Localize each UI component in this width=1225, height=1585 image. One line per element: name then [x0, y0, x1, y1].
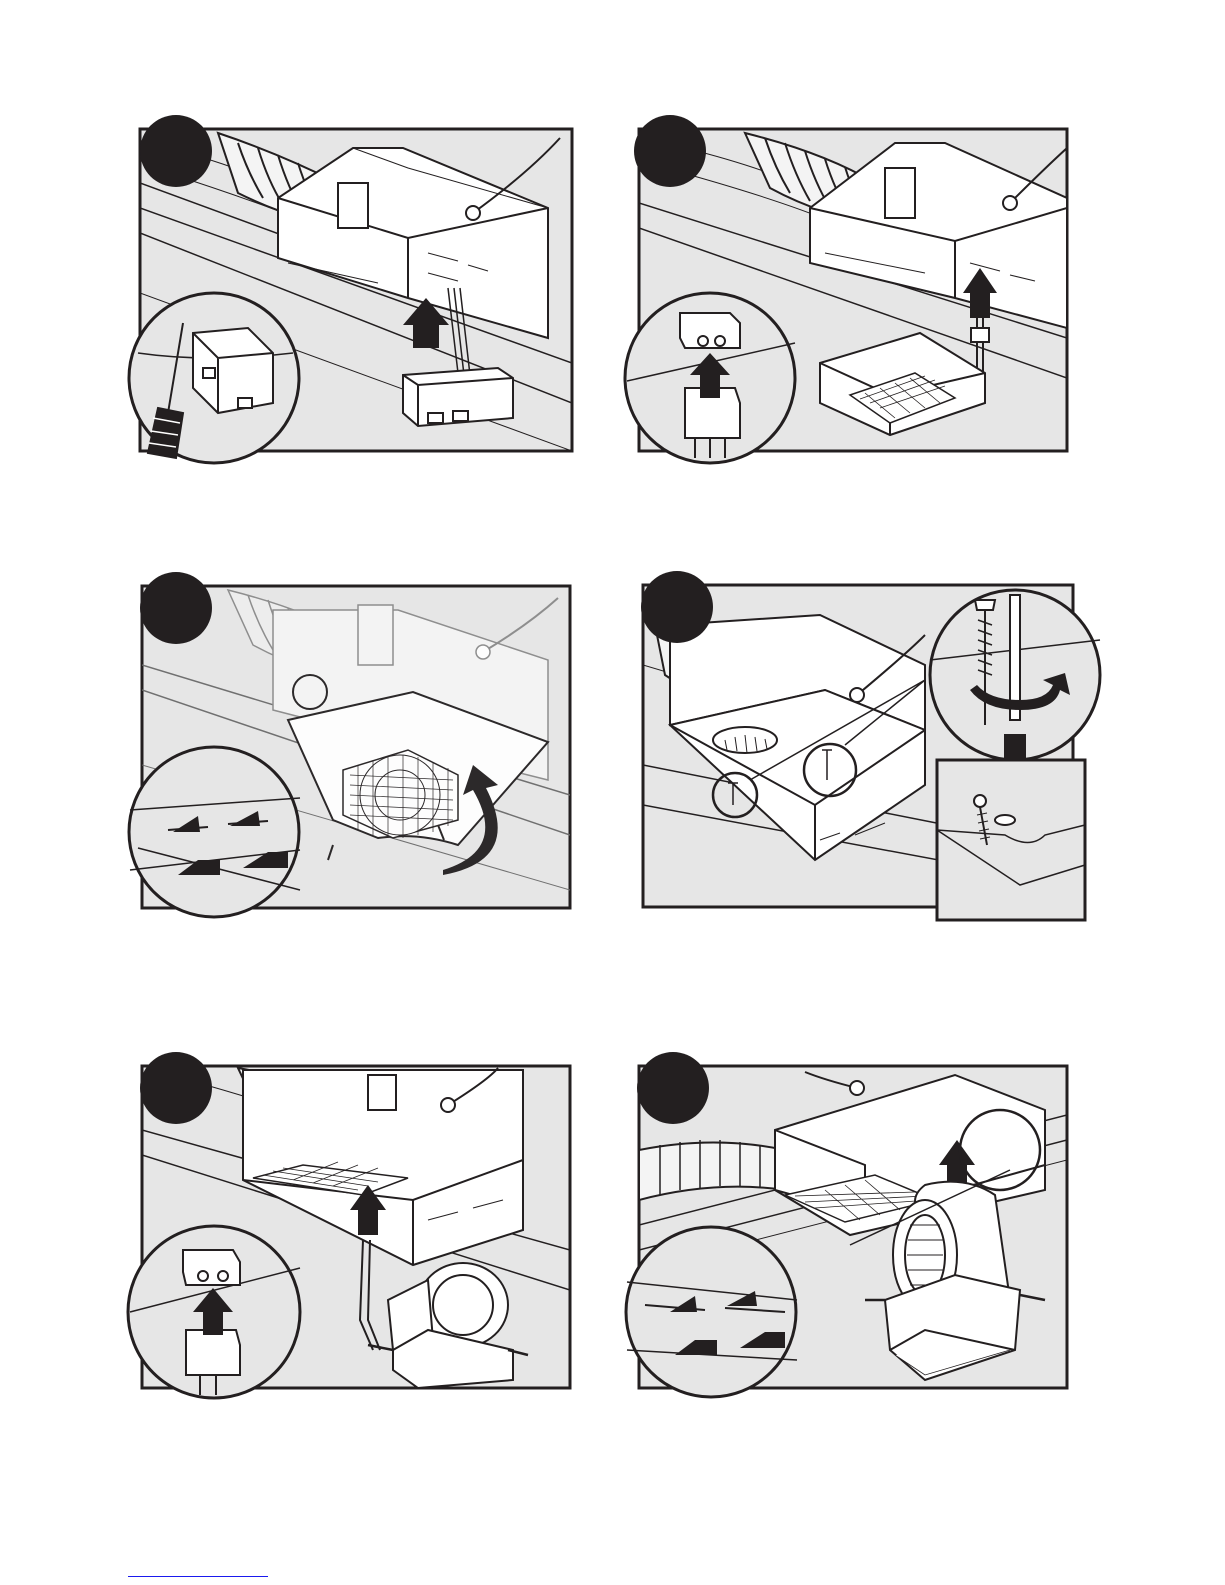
step-number-badge — [140, 1052, 212, 1124]
detail-magnifier — [128, 1226, 300, 1398]
step-number-badge — [637, 1052, 709, 1124]
step-4-panel — [625, 565, 1100, 935]
footer-link-rule — [128, 1576, 268, 1577]
step-2-illustration — [625, 113, 1085, 473]
step-2-panel — [625, 113, 1085, 473]
step-5-illustration — [128, 1050, 588, 1400]
step-4-illustration — [625, 565, 1100, 935]
step-6-illustration — [625, 1050, 1085, 1400]
step-number-badge — [634, 115, 706, 187]
junction-box-icon — [403, 368, 513, 426]
detail-magnifier — [129, 293, 299, 463]
step-3-illustration — [128, 570, 588, 930]
step-1-illustration — [128, 113, 588, 473]
step-number-badge — [641, 571, 713, 643]
detail-magnifier — [626, 1227, 797, 1397]
step-6-panel — [625, 1050, 1085, 1400]
step-number-badge — [140, 115, 212, 187]
step-5-panel — [128, 1050, 588, 1400]
step-3-panel — [128, 570, 588, 930]
detail-magnifier — [930, 590, 1100, 760]
detail-inset — [937, 760, 1085, 920]
detail-magnifier — [129, 747, 300, 917]
step-1-panel — [128, 113, 588, 473]
detail-magnifier — [625, 293, 795, 463]
step-number-badge — [140, 572, 212, 644]
